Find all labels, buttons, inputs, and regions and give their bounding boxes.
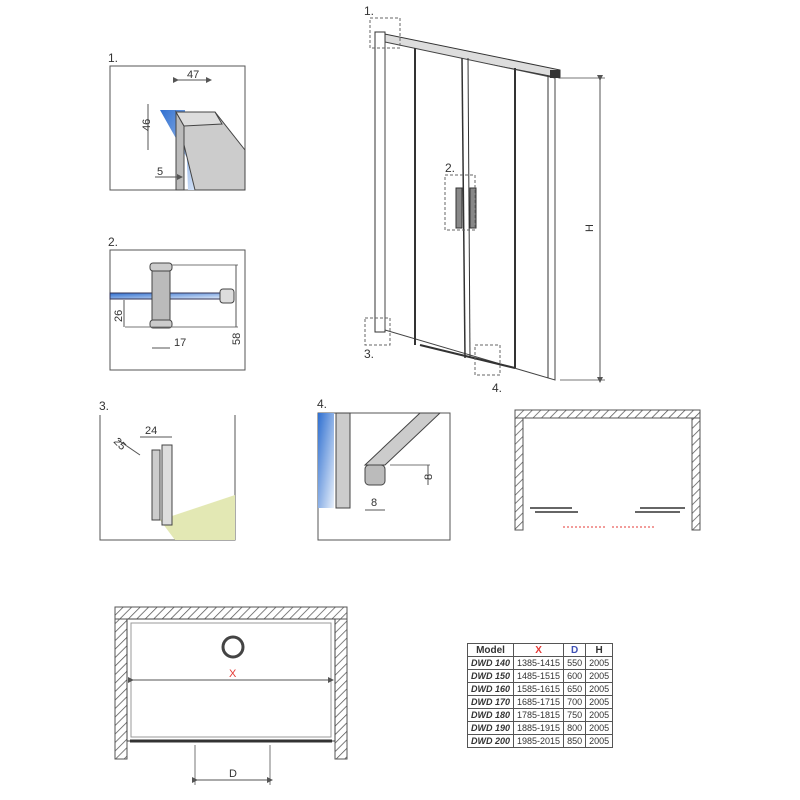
detail-2-handle: 2. 58 26 17: [108, 235, 246, 371]
detail-4-bottom-seal: 4. 8 8: [317, 397, 451, 541]
dim-width: 47: [187, 69, 199, 81]
cell-x: 1885-1915: [513, 721, 565, 735]
cell-model: DWD 170: [466, 695, 515, 709]
callout-4: 4.: [492, 381, 502, 395]
header-d: D: [563, 643, 587, 657]
dim-25: 25: [111, 436, 128, 453]
dim-24: 24: [145, 425, 157, 437]
dim-17: 17: [174, 337, 186, 349]
cell-model: DWD 140: [466, 656, 515, 670]
door-elevation: 1. 2. 3. 4. H: [364, 4, 605, 395]
cell-x: 1685-1715: [513, 695, 565, 709]
header-model: Model: [466, 643, 515, 657]
cell-model: DWD 200: [466, 734, 515, 748]
cell-d: 600: [563, 669, 587, 683]
cell-h: 2005: [585, 721, 614, 735]
cell-d: 850: [563, 734, 587, 748]
cell-h: 2005: [585, 656, 614, 670]
top-view-sliding: [514, 409, 701, 531]
cell-h: 2005: [585, 708, 614, 722]
cell-x: 1485-1515: [513, 669, 565, 683]
cell-d: 650: [563, 682, 587, 696]
detail-3-wall-profile: 3. 24 25: [99, 399, 236, 541]
dim-8-horizontal: 8: [371, 497, 377, 509]
detail-label: 3.: [99, 399, 109, 413]
callout-1: 1.: [364, 4, 374, 18]
cell-model: DWD 190: [466, 721, 515, 735]
cell-h: 2005: [585, 695, 614, 709]
header-h: H: [585, 643, 614, 657]
dim-58: 58: [231, 333, 243, 345]
cell-d: 550: [563, 656, 587, 670]
cell-model: DWD 150: [466, 669, 515, 683]
cell-model: DWD 160: [466, 682, 515, 696]
cell-x: 1785-1815: [513, 708, 565, 722]
header-x: X: [513, 643, 565, 657]
callout-3: 3.: [364, 347, 374, 361]
cell-d: 750: [563, 708, 587, 722]
callout-2: 2.: [445, 161, 455, 175]
cell-d: 800: [563, 721, 587, 735]
depth-d-label: D: [229, 768, 237, 780]
cell-model: DWD 180: [466, 708, 515, 722]
dim-26: 26: [113, 310, 125, 322]
cell-h: 2005: [585, 734, 614, 748]
cell-x: 1585-1615: [513, 682, 565, 696]
cell-h: 2005: [585, 669, 614, 683]
detail-label: 4.: [317, 397, 327, 411]
cell-d: 700: [563, 695, 587, 709]
detail-label: 1.: [108, 51, 118, 65]
detail-label: 2.: [108, 235, 118, 249]
dim-height: 46: [141, 119, 153, 131]
table-header-row: Model X D H: [466, 643, 614, 657]
detail-1-top-rail: 1. 47 46 5: [108, 51, 246, 191]
height-label: H: [584, 224, 596, 232]
width-x-label: X: [229, 668, 237, 680]
cell-x: 1985-2015: [513, 734, 565, 748]
cell-x: 1385-1415: [513, 656, 565, 670]
dim-gap: 5: [157, 166, 163, 178]
dim-8-vertical: 8: [423, 474, 435, 480]
floor-plan: X D: [114, 606, 348, 785]
cell-h: 2005: [585, 682, 614, 696]
